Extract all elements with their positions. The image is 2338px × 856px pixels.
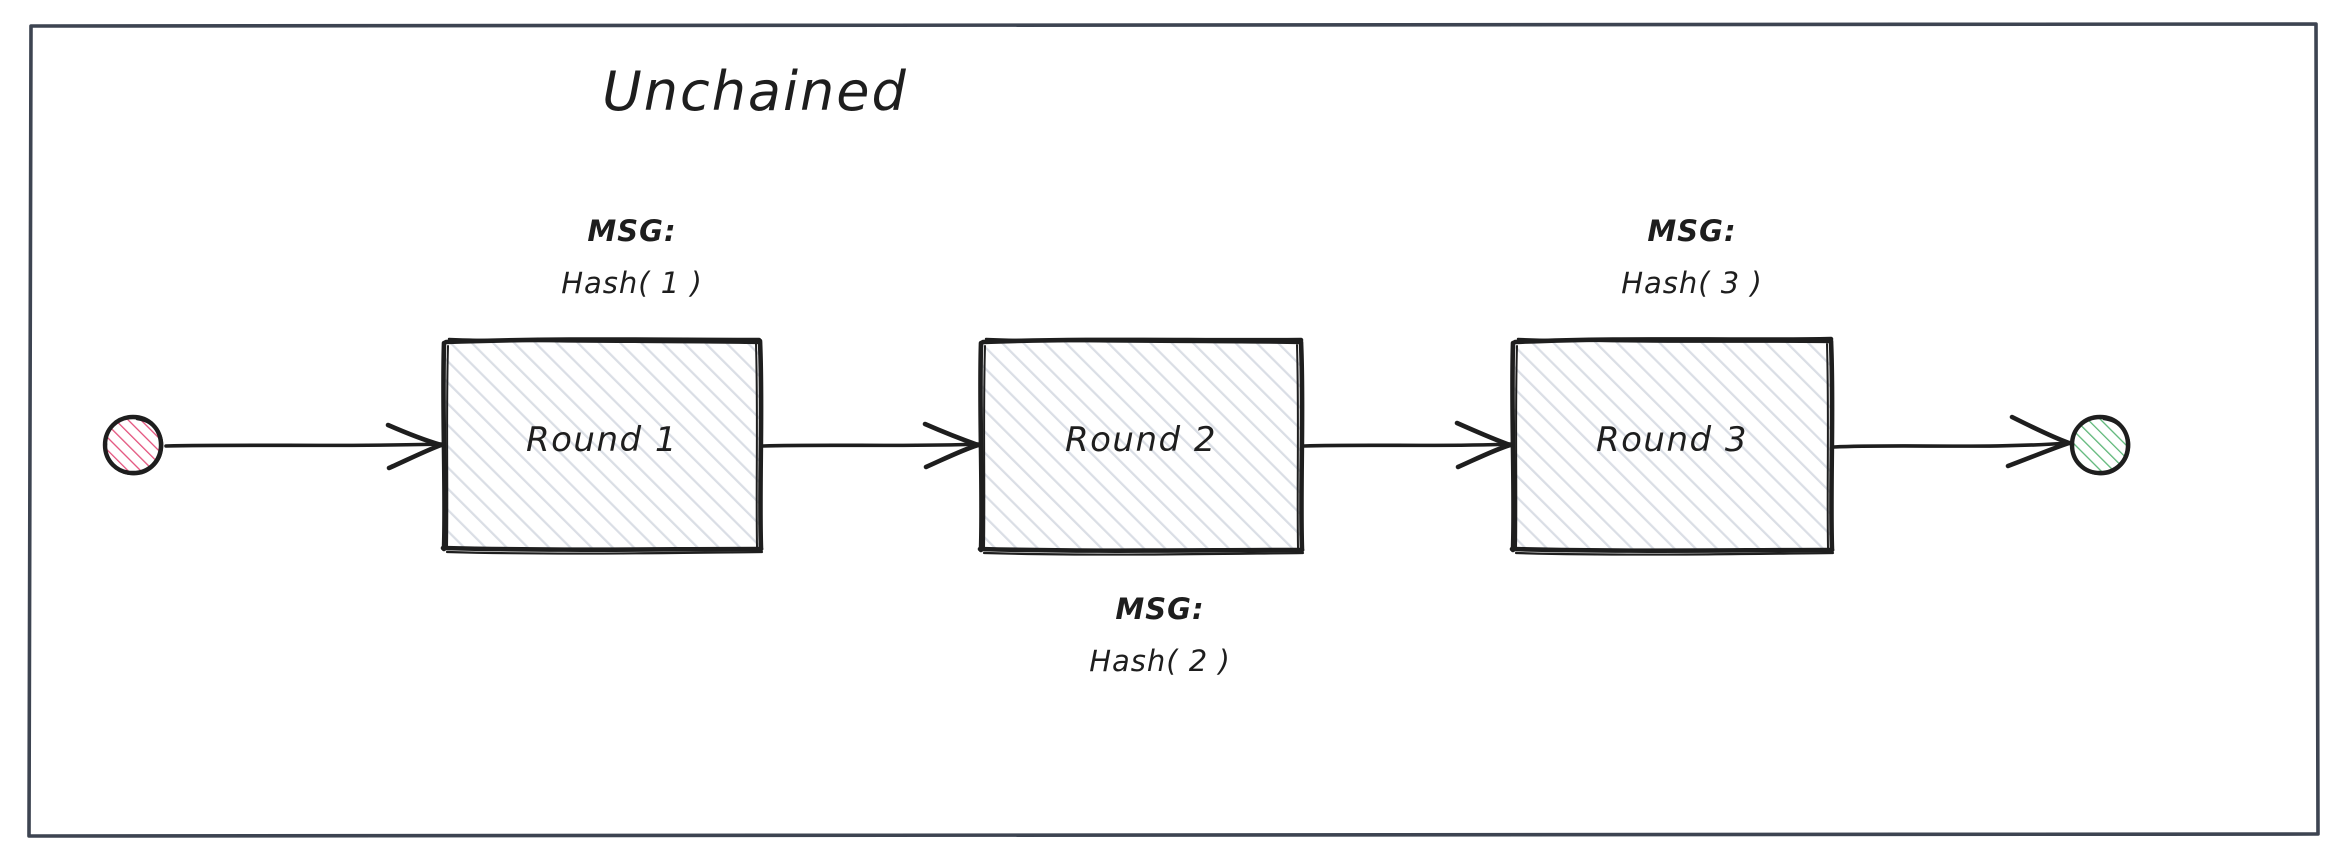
end-node-circle[interactable] [2069, 414, 2131, 476]
process-box-round1-label: Round 1 [525, 420, 679, 460]
edge-label-hash1-line2: Hash( 1 ) [561, 266, 703, 300]
edge-label-hash3-line2: Hash( 3 ) [1621, 266, 1763, 300]
edge-label-hash1-line1: MSG: [587, 214, 677, 248]
arrow-round2-to-round3 [1302, 420, 1513, 470]
arrow-start-to-round1 [164, 422, 444, 471]
process-box-round2[interactable] [977, 337, 1305, 556]
edge-label-hash2-line2: Hash( 2 ) [1089, 644, 1231, 678]
arrow-round3-to-end [1832, 414, 2072, 469]
outer-frame [27, 22, 2320, 838]
process-box-round3-label: Round 3 [1595, 420, 1749, 460]
start-node-circle[interactable] [102, 414, 164, 476]
arrow-round1-to-round2 [761, 421, 981, 470]
process-box-round2-label: Round 2 [1064, 420, 1218, 460]
process-box-round1[interactable] [440, 337, 764, 555]
edge-label-hash2-line1: MSG: [1115, 592, 1205, 626]
page-title: Unchained [602, 60, 908, 123]
edge-label-hash3-line1: MSG: [1647, 214, 1737, 248]
process-box-round3[interactable] [1509, 336, 1835, 556]
